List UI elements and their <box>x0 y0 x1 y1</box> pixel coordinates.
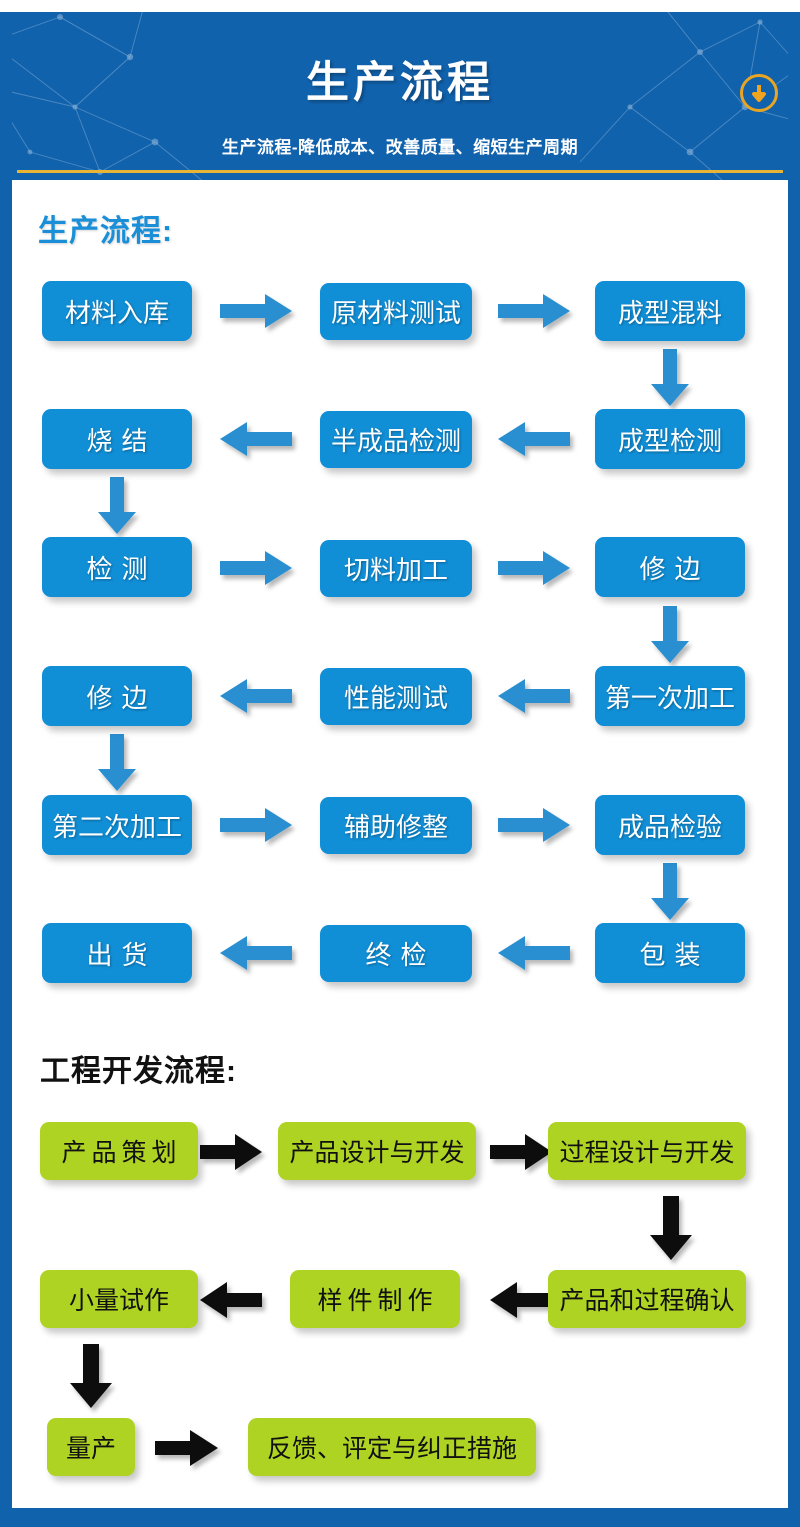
node-label: 原材料测试 <box>330 298 461 328</box>
flow-node-forming-mixing[interactable]: 成型混料 <box>595 281 745 341</box>
node-label: 包装 <box>639 939 710 970</box>
node-label: 性能测试 <box>343 683 448 713</box>
page-header: 生产流程 生产流程-降低成本、改善质量、缩短生产周期 <box>0 12 800 180</box>
node-label: 成品检验 <box>617 811 722 842</box>
flow-node-product-planning[interactable]: 产品策划 <box>40 1122 198 1180</box>
frame-edge-bottom <box>0 1508 800 1527</box>
node-label: 产品策划 <box>61 1139 182 1167</box>
node-label: 辅助修整 <box>343 812 448 842</box>
flow-node-forming-inspection[interactable]: 成型检测 <box>595 409 745 469</box>
node-label: 终检 <box>365 940 436 970</box>
frame-edge-right <box>788 12 800 1527</box>
flow-node-auxiliary-trimming[interactable]: 辅助修整 <box>320 797 472 854</box>
node-label: 第一次加工 <box>604 682 735 713</box>
production-section-title: 生产流程: <box>38 215 173 248</box>
flow-node-product-process-validation[interactable]: 产品和过程确认 <box>548 1270 746 1328</box>
node-label: 产品设计与开发 <box>289 1139 465 1167</box>
flow-node-feedback-assessment-corrective[interactable]: 反馈、评定与纠正措施 <box>248 1418 536 1476</box>
node-label: 材料入库 <box>64 297 169 328</box>
flow-node-shipment[interactable]: 出货 <box>42 923 192 983</box>
node-label: 反馈、评定与纠正措施 <box>266 1435 517 1463</box>
flow-node-cutting-processing[interactable]: 切料加工 <box>320 540 472 597</box>
flow-node-trimming-2[interactable]: 修边 <box>42 666 192 726</box>
node-label: 过程设计与开发 <box>559 1139 735 1167</box>
flow-node-process-design-development[interactable]: 过程设计与开发 <box>548 1122 746 1180</box>
node-label: 修边 <box>639 553 710 584</box>
flow-node-performance-test[interactable]: 性能测试 <box>320 668 472 725</box>
node-label: 烧结 <box>86 425 157 456</box>
node-label: 切料加工 <box>343 555 448 585</box>
node-label: 小量试作 <box>68 1287 169 1315</box>
flow-node-final-product-inspection[interactable]: 成品检验 <box>595 795 745 855</box>
flow-node-second-processing[interactable]: 第二次加工 <box>42 795 192 855</box>
download-arrow-icon[interactable] <box>740 74 778 112</box>
node-label: 样件制作 <box>317 1287 438 1315</box>
flow-node-product-design-development[interactable]: 产品设计与开发 <box>278 1122 476 1180</box>
node-label: 成型混料 <box>617 297 722 328</box>
engineering-section-title: 工程开发流程: <box>40 1055 237 1088</box>
download-arrow-glyph <box>752 85 766 102</box>
node-label: 修边 <box>86 682 157 713</box>
flow-node-final-check[interactable]: 终检 <box>320 925 472 982</box>
flow-node-first-processing[interactable]: 第一次加工 <box>595 666 745 726</box>
page-title: 生产流程 <box>306 59 494 107</box>
node-label: 半成品检测 <box>330 426 461 456</box>
flow-node-semifinished-inspection[interactable]: 半成品检测 <box>320 411 472 468</box>
flow-node-packaging[interactable]: 包装 <box>595 923 745 983</box>
node-label: 产品和过程确认 <box>559 1287 735 1315</box>
flow-node-raw-material-test[interactable]: 原材料测试 <box>320 283 472 340</box>
flow-node-inspection[interactable]: 检测 <box>42 537 192 597</box>
flow-node-trimming-1[interactable]: 修边 <box>595 537 745 597</box>
node-label: 量产 <box>65 1435 116 1463</box>
frame-edge-left <box>0 12 12 1527</box>
flow-node-small-batch-trial[interactable]: 小量试作 <box>40 1270 198 1328</box>
flow-node-sample-making[interactable]: 样件制作 <box>290 1270 460 1328</box>
node-label: 成型检测 <box>617 425 722 456</box>
node-label: 出货 <box>86 939 157 970</box>
flow-node-mass-production[interactable]: 量产 <box>47 1418 135 1476</box>
node-label: 第二次加工 <box>51 811 182 842</box>
flow-node-sintering[interactable]: 烧结 <box>42 409 192 469</box>
page-subtitle: 生产流程-降低成本、改善质量、缩短生产周期 <box>221 138 579 157</box>
header-divider <box>17 170 783 173</box>
node-label: 检测 <box>86 553 157 584</box>
flow-node-material-warehousing[interactable]: 材料入库 <box>42 281 192 341</box>
